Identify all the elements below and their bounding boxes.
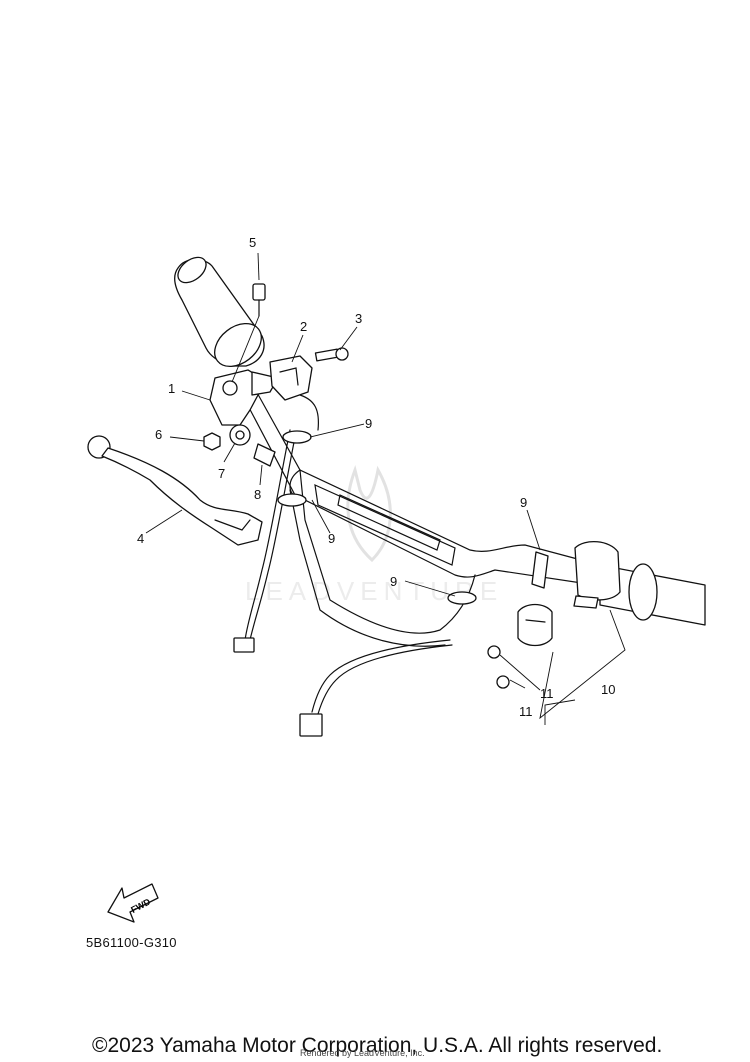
callouts: 1 2 3 4 5 6 7 8 9 9 9 9 10 11 11: [137, 235, 615, 719]
bolt-5: [231, 283, 266, 383]
right-switch-assembly: [487, 541, 621, 689]
copyright-notice: ©2023 Yamaha Motor Corporation, U.S.A. A…: [92, 1034, 663, 1057]
nut-6: [203, 432, 221, 451]
callout-10: 10: [601, 682, 615, 697]
right-grip: [599, 563, 706, 626]
callout-11-lower: 11: [519, 704, 533, 719]
rendered-by-notice: Rendered by LeadVenture, Inc.: [300, 1048, 425, 1058]
callout-4: 4: [137, 531, 144, 546]
callout-3: 3: [355, 311, 362, 326]
lever-holder: [209, 369, 279, 426]
callout-6: 6: [155, 427, 162, 442]
reference-code: 5B61100-G310: [86, 935, 177, 950]
handlebar: [244, 379, 601, 647]
cable-bands: [277, 430, 549, 605]
callout-9-right: 9: [520, 495, 527, 510]
bolt-3: [314, 347, 349, 362]
callout-2: 2: [300, 319, 307, 334]
adjuster-7: [229, 424, 251, 446]
callout-5: 5: [249, 235, 256, 250]
callout-9-center: 9: [390, 574, 397, 589]
fwd-arrow-icon: FWD: [107, 883, 159, 923]
wire-harness: [233, 394, 453, 737]
adjuster-bolt-8: [253, 443, 276, 467]
left-grip: [174, 256, 265, 368]
callout-9-upper: 9: [365, 416, 372, 431]
callout-8: 8: [254, 487, 261, 502]
callout-1: 1: [168, 381, 175, 396]
callout-9-lower: 9: [328, 531, 335, 546]
clutch-lever: [87, 435, 263, 546]
leader-lines: [145, 252, 626, 725]
callout-7: 7: [218, 466, 225, 481]
holder-cap: [269, 355, 313, 401]
callout-11-upper: 11: [540, 686, 554, 701]
watermark: LEADVENTURE: [245, 464, 497, 606]
